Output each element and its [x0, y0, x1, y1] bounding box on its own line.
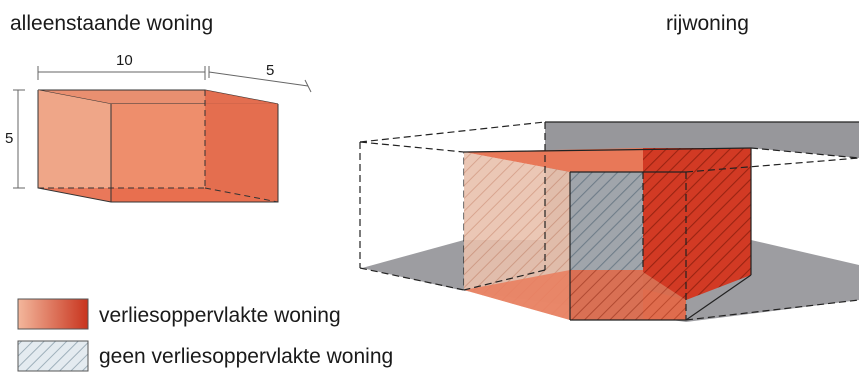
neighbor-right-outline: [463, 122, 859, 321]
dimension-depth: 5: [266, 62, 274, 79]
detached-right-face: [205, 90, 278, 202]
terraced-row: [359, 121, 859, 322]
detached-left-face: [38, 90, 111, 202]
middle-front-bottom: [570, 270, 686, 320]
middle-front-right: [643, 148, 751, 300]
legend-label-no-loss: geen verliesoppervlakte woning: [99, 345, 393, 368]
dimension-lines: [13, 66, 312, 189]
dimension-height: 5: [5, 130, 13, 147]
dimension-length: 10: [116, 52, 133, 69]
legend-label-loss: verliesoppervlakte woning: [99, 304, 341, 327]
title-detached: alleenstaande woning: [10, 12, 213, 35]
legend-swatch-no-loss: [17, 340, 89, 372]
legend-swatch-loss: [17, 298, 89, 330]
title-terraced: rijwoning: [666, 12, 749, 35]
detached-house: 10 5 5: [5, 52, 312, 203]
legend: verliesoppervlakte woning geen verliesop…: [17, 298, 393, 372]
